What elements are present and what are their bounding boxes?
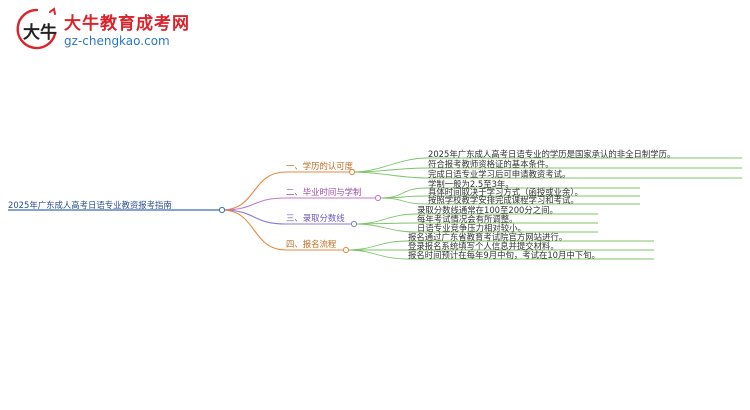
brand-url[interactable]: gz-chengkao.com: [64, 34, 170, 48]
branch-node-4: [342, 246, 350, 254]
leaf-4-1: 报名通过广东省教育考试院官方网站进行。: [408, 232, 568, 242]
leaf-link-1-3: [351, 171, 742, 179]
branch-label-1[interactable]: 一、学历的认可度: [286, 161, 353, 171]
leaf-2-2: 具体时间取决于学习方式（函授或业余）。: [428, 187, 583, 197]
branch-link-2: [221, 197, 378, 211]
root-topic[interactable]: 2025年广东成人高考日语专业教资报考指南: [8, 200, 172, 210]
leaf-1-1: 2025年广东成人高考日语专业的学历是国家承认的非全日制学历。: [428, 149, 676, 159]
branch-node-1: [348, 168, 356, 176]
branch-node-3: [350, 220, 358, 228]
root-node-dot: [218, 206, 226, 214]
leaf-4-2: 登录报名系统填写个人信息并提交材料。: [408, 241, 559, 251]
branch-node-2: [374, 194, 382, 202]
brand-title: 大牛教育成考网: [64, 14, 190, 34]
leaf-4-3: 报名时间预计在每年9月中旬，考试在10月中下旬。: [408, 250, 600, 260]
leaf-2-1: 学制一般为2.5至3年。: [428, 179, 514, 189]
branch-label-3[interactable]: 三、录取分数线: [286, 213, 345, 223]
branch-link-1: [221, 171, 352, 211]
leaf-3-1: 录取分数线通常在100至200分之间。: [417, 205, 558, 215]
leaf-1-3: 完成日语专业学习后可申请教资考试。: [428, 169, 571, 179]
brand-mark-icon: 大牛: [16, 7, 57, 50]
branch-label-4[interactable]: 四、报名流程: [286, 239, 337, 249]
brand-mark-text: 大牛: [23, 22, 57, 43]
site-logo[interactable]: 大牛 大牛教育成考网 gz-chengkao.com: [8, 6, 248, 56]
branch-link-3: [221, 209, 354, 225]
branch-label-2[interactable]: 二、毕业时间与学制: [286, 187, 362, 197]
leaf-link-2-3: [377, 197, 640, 205]
leaf-link-4-3: [345, 249, 654, 260]
branch-link-4: [221, 209, 346, 251]
leaf-1-2: 符合报考教师资格证的基本条件。: [428, 159, 554, 169]
leaf-3-3: 日语专业竞争压力相对较小。: [417, 223, 526, 233]
leaf-link-3-3: [353, 223, 598, 233]
leaf-3-2: 每年考试情况会有所调整。: [417, 214, 518, 224]
leaf-2-3: 按照学校教学安排完成课程学习和考试。: [428, 195, 579, 205]
